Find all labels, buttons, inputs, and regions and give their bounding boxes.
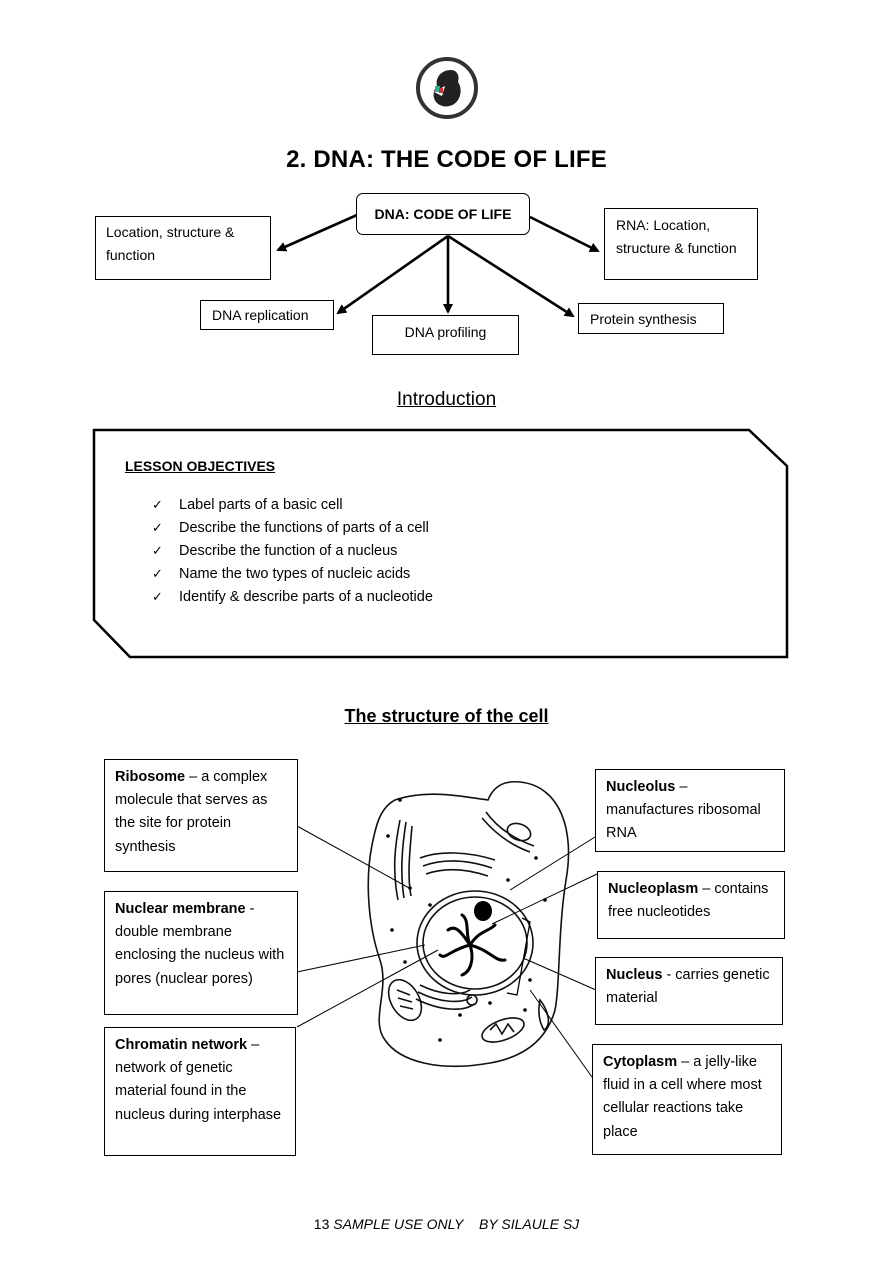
- objective-text: Describe the function of a nucleus: [179, 543, 398, 559]
- label-desc: - double membrane enclosing the nucleus …: [115, 901, 285, 987]
- objectives-frame: [92, 428, 789, 659]
- concept-rna-label: RNA: Location, structure & function: [616, 217, 737, 256]
- label-term: Nuclear membrane: [115, 901, 246, 917]
- cell-diagram: [296, 780, 598, 1078]
- label-nucleoplasm: Nucleoplasm – contains free nucleotides: [597, 871, 785, 939]
- concept-dna-replication: DNA replication: [200, 300, 334, 330]
- label-desc: – a jelly-like fluid in a cell where mos…: [603, 1054, 762, 1140]
- label-nucleolus: Nucleolus – manufactures ribosomal RNA: [595, 769, 785, 852]
- label-chromatin-network: Chromatin network – network of genetic m…: [104, 1027, 296, 1156]
- label-term: Nucleolus: [606, 779, 676, 795]
- label-desc: - carries genetic material: [606, 967, 770, 1007]
- check-icon: ✓: [152, 566, 163, 581]
- label-term: Cytoplasm: [603, 1054, 678, 1070]
- list-item: ✓ Identify & describe parts of a nucleoti…: [152, 585, 433, 608]
- list-item: ✓ Describe the function of a nucleus: [152, 539, 433, 562]
- page-number: 13: [313, 1216, 330, 1232]
- objectives-list: ✓ Label parts of a basic cell ✓ Describe t…: [152, 493, 433, 608]
- concept-profiling-label: DNA profiling: [404, 324, 487, 340]
- concept-location-structure-function: Location, structure & function: [95, 216, 271, 280]
- page-footer: 13 SAMPLE USE ONLY BY SILAULE SJ: [0, 1216, 893, 1232]
- label-term: Nucleus: [606, 967, 663, 983]
- concept-rna: RNA: Location, structure & function: [604, 208, 758, 280]
- label-desc: – manufactures ribosomal RNA: [606, 779, 761, 842]
- concept-protein-synthesis: Protein synthesis: [578, 303, 724, 334]
- label-desc: – a complex molecule that serves as the …: [115, 769, 268, 855]
- list-item: ✓ Describe the functions of parts of a ce…: [152, 516, 433, 539]
- footer-author: BY SILAULE SJ: [479, 1216, 580, 1232]
- label-desc: – network of genetic material found in t…: [115, 1037, 282, 1123]
- footer-sample: SAMPLE USE ONLY: [333, 1216, 464, 1232]
- label-cytoplasm: Cytoplasm – a jelly-like fluid in a cell…: [592, 1044, 782, 1155]
- label-term: Nucleoplasm: [608, 881, 699, 897]
- concept-replication-label: DNA replication: [212, 307, 309, 323]
- label-nucleus: Nucleus - carries genetic material: [595, 957, 783, 1025]
- concept-protein-label: Protein synthesis: [590, 311, 697, 327]
- objective-text: Identify & describe parts of a nucleotid…: [179, 589, 433, 605]
- label-term: Ribosome: [115, 769, 186, 785]
- fetus-icon: [416, 57, 478, 119]
- cell-section-heading: The structure of the cell: [344, 706, 549, 726]
- label-desc: – contains free nucleotides: [608, 881, 769, 921]
- check-icon: ✓: [152, 497, 163, 512]
- check-icon: ✓: [152, 589, 163, 604]
- list-item: ✓ Name the two types of nucleic acids: [152, 562, 433, 585]
- concept-dna-profiling: DNA profiling: [372, 315, 519, 355]
- concept-map-center: DNA: CODE OF LIFE: [356, 193, 530, 235]
- concept-map-arrows: [276, 213, 600, 318]
- page-title: 2. DNA: THE CODE OF LIFE: [286, 146, 607, 173]
- check-icon: ✓: [152, 543, 163, 558]
- label-ribosome: Ribosome – a complex molecule that serve…: [104, 759, 298, 872]
- check-icon: ✓: [152, 520, 163, 535]
- label-nuclear-membrane: Nuclear membrane - double membrane enclo…: [104, 891, 298, 1015]
- objective-text: Describe the functions of parts of a cel…: [179, 520, 429, 536]
- concept-location-label: Location, structure & function: [106, 224, 235, 263]
- objective-text: Label parts of a basic cell: [179, 497, 343, 513]
- introduction-heading: Introduction: [396, 389, 497, 410]
- label-term: Chromatin network: [115, 1037, 248, 1053]
- objective-text: Name the two types of nucleic acids: [179, 566, 411, 582]
- objectives-title: LESSON OBJECTIVES: [125, 458, 276, 474]
- list-item: ✓ Label parts of a basic cell: [152, 493, 433, 516]
